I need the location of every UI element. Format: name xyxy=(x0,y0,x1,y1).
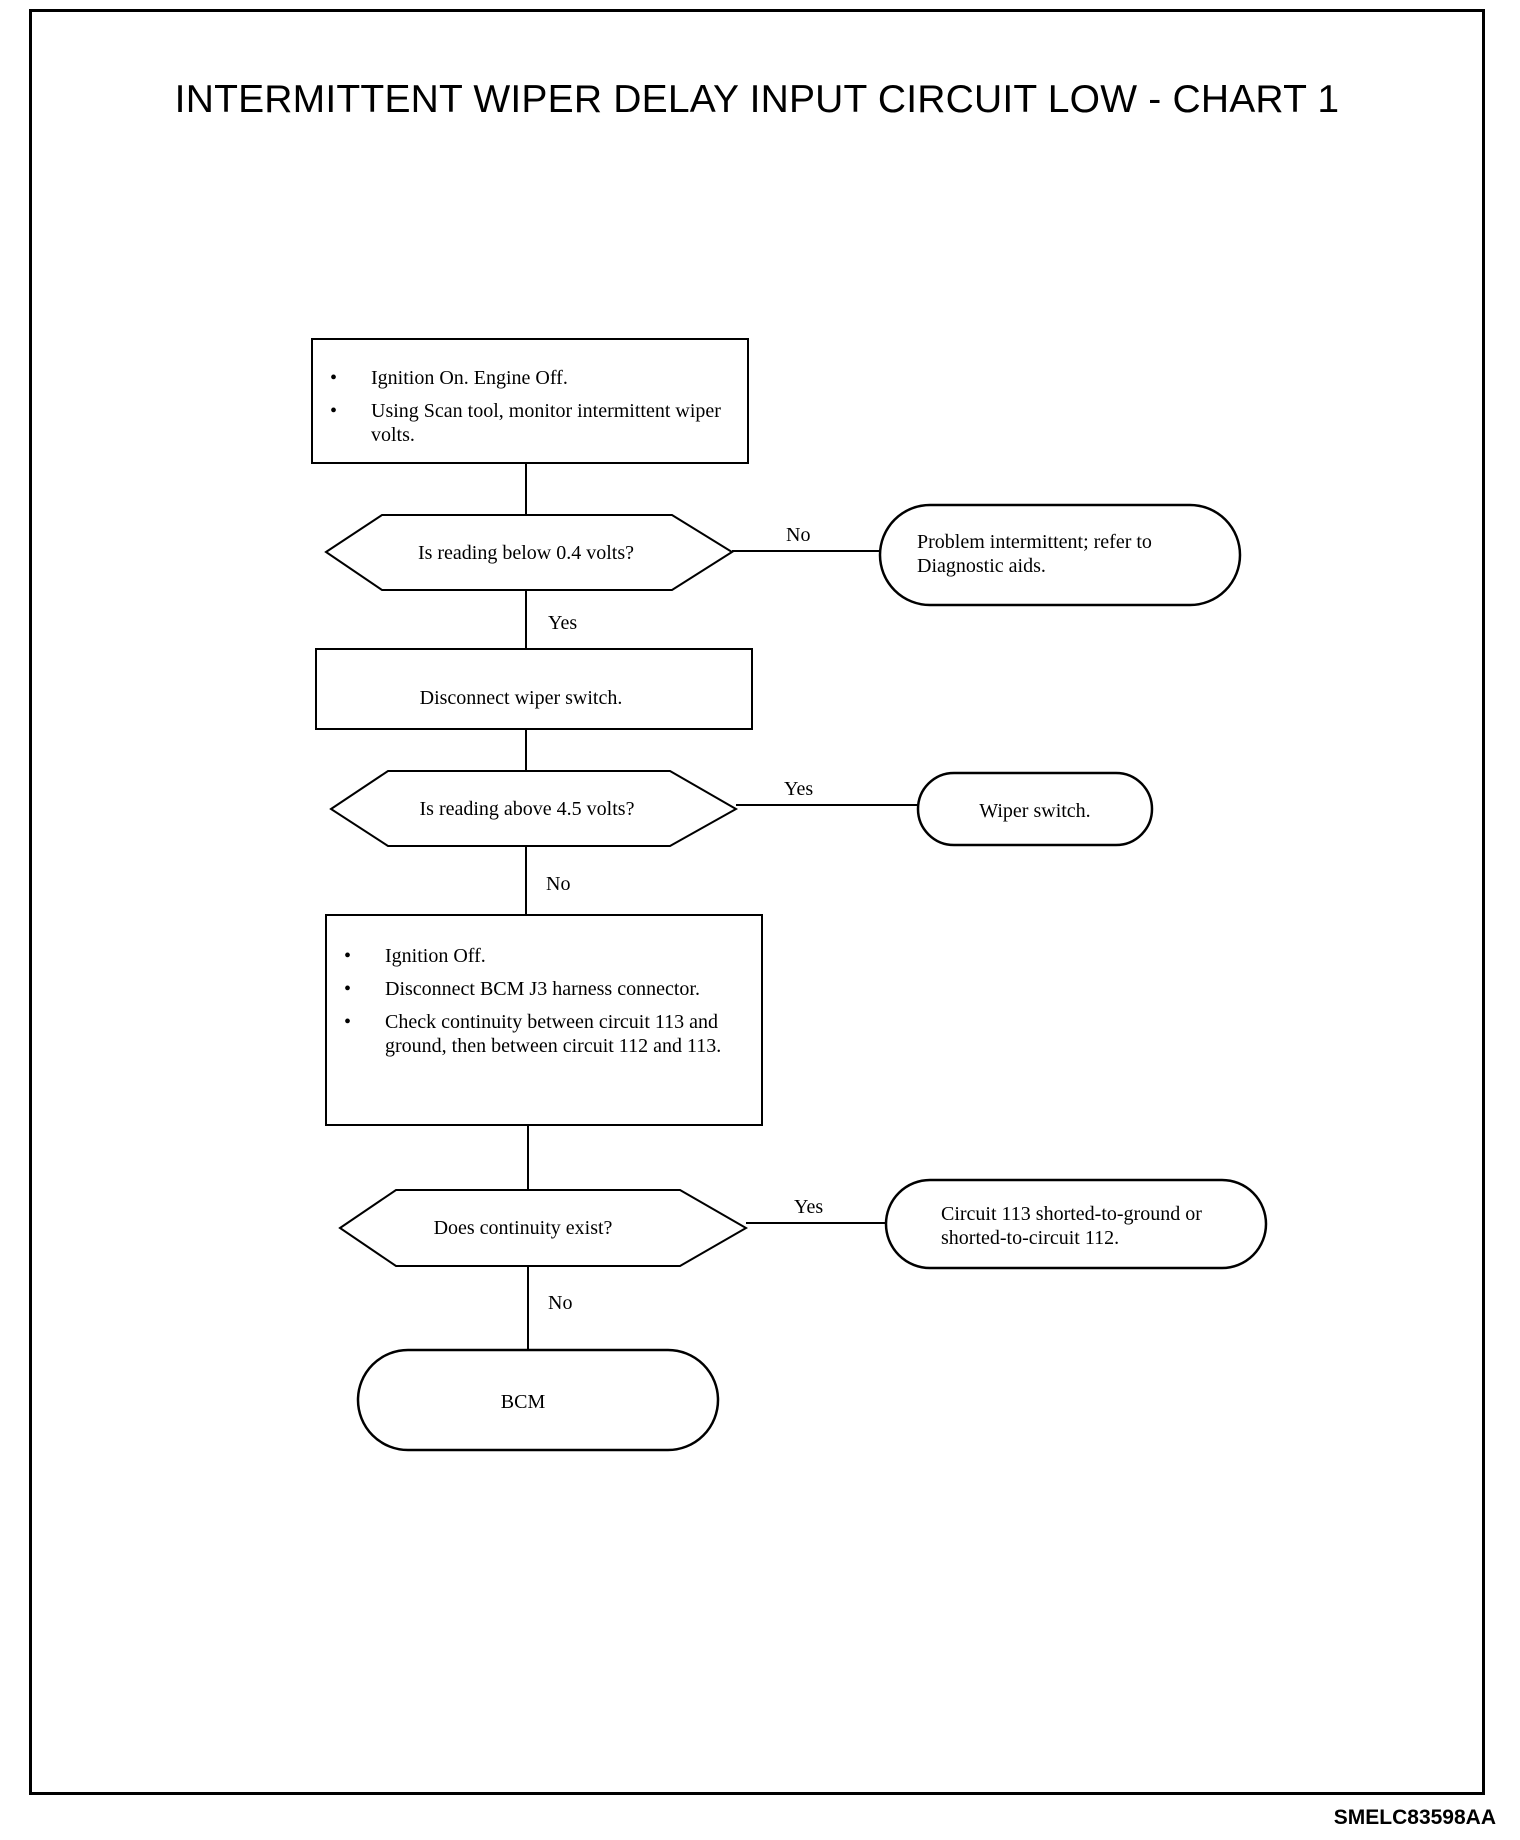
step2-box: Disconnect wiper switch. xyxy=(315,648,753,730)
decision2-question: Is reading above 4.5 volts? xyxy=(419,798,635,820)
step3-bullet: Disconnect BCM J3 harness connector. xyxy=(327,977,741,1001)
decision3-shape xyxy=(338,1189,749,1267)
decision1-no-label: No xyxy=(786,524,811,546)
step1-bullet: Ignition On. Engine Off. xyxy=(313,366,747,390)
terminal4-shape xyxy=(356,1348,720,1452)
terminal1-text: Problem intermittent; refer to Diagnosti… xyxy=(917,531,1152,577)
terminal3-text: Circuit 113 shorted-to-ground or shorted… xyxy=(941,1203,1202,1249)
decision2-yes-label: Yes xyxy=(784,778,814,800)
decision1-yes-label: Yes xyxy=(548,612,578,634)
terminal3-shape xyxy=(884,1178,1268,1270)
page-border xyxy=(29,9,1485,1795)
terminal2-text: Wiper switch. xyxy=(979,800,1091,822)
decision3-question: Does continuity exist? xyxy=(433,1217,613,1239)
terminal4-text: BCM xyxy=(500,1391,546,1413)
chart-title: INTERMITTENT WIPER DELAY INPUT CIRCUIT L… xyxy=(174,78,1340,121)
decision1-shape xyxy=(324,514,734,591)
decision2-no-label: No xyxy=(546,873,571,895)
step1-box: Ignition On. Engine Off. Using Scan tool… xyxy=(311,338,749,464)
decision3-no-label: No xyxy=(548,1292,573,1314)
decision3-yes-label: Yes xyxy=(794,1196,824,1218)
decision2-shape xyxy=(329,770,739,847)
figure-code: SMELC83598AA xyxy=(1333,1806,1496,1829)
step1-bullet: Using Scan tool, monitor intermittent wi… xyxy=(313,399,747,447)
step3-bullet: Ignition Off. xyxy=(327,944,741,968)
step3-bullet: Check continuity between circuit 113 and… xyxy=(327,1010,741,1058)
step2-text: Disconnect wiper switch. xyxy=(419,687,623,709)
step3-box: Ignition Off. Disconnect BCM J3 harness … xyxy=(325,914,763,1126)
terminal1-shape xyxy=(878,503,1242,607)
terminal2-shape xyxy=(916,771,1154,847)
decision1-question: Is reading below 0.4 volts? xyxy=(417,542,635,564)
